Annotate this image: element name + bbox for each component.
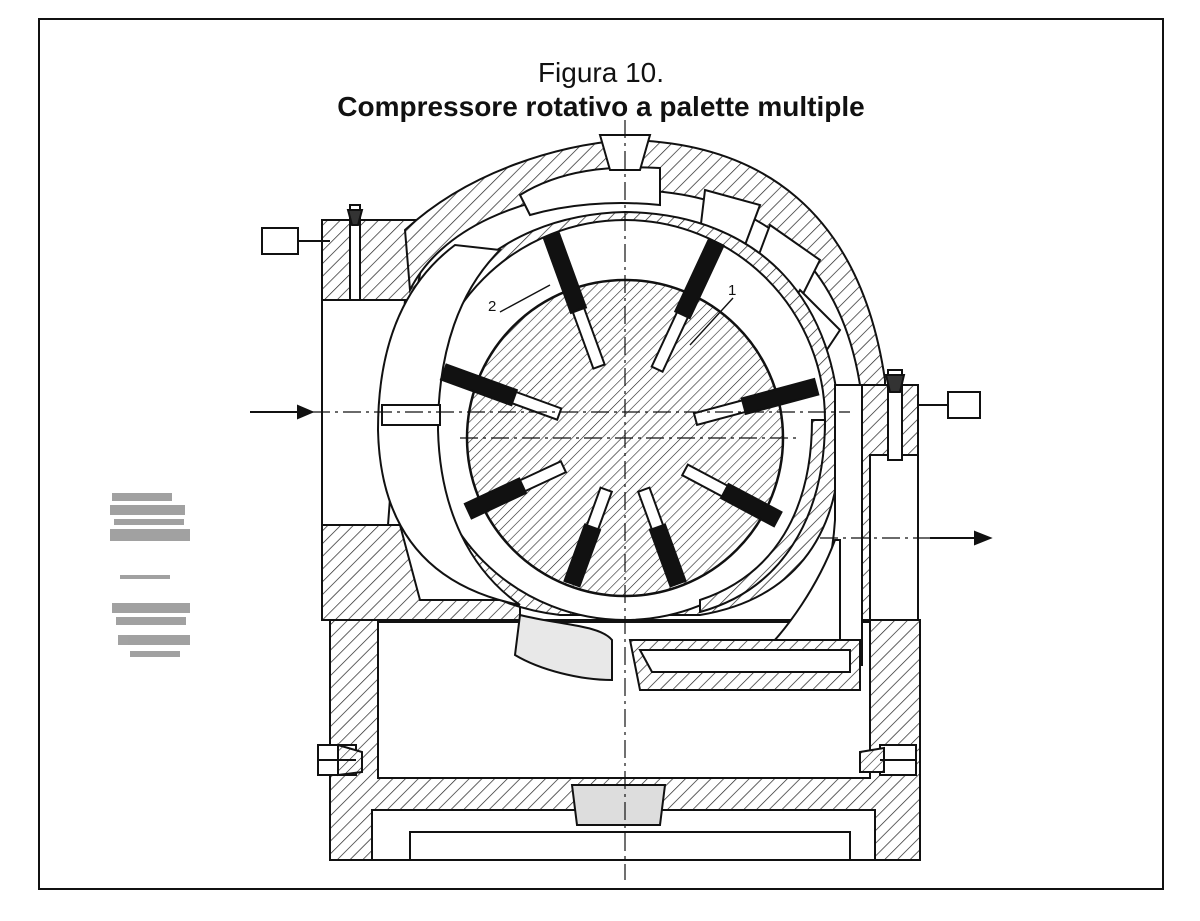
vane [636,486,687,588]
lower-bolt-right [859,744,917,776]
vanes [439,231,820,588]
vane [680,463,783,528]
vane [542,231,606,370]
figure-number: Figura 10. [537,57,665,88]
figure-caption: Figura 10. Compressore rotativo a palett… [38,56,1164,124]
callout-label-1: 1 [728,282,737,299]
figure-title: Compressore rotativo a palette multiple [337,91,865,122]
scan-smudge [110,493,190,657]
vane [463,459,568,520]
vane [650,237,725,373]
outlet-arrow [930,530,993,546]
callout-label-2: 2 [488,298,497,315]
upper-bolt-left [261,204,364,301]
lower-bolt-left [317,743,363,777]
inlet-arrow [250,404,315,420]
upper-bolt-right [884,369,981,461]
vane [439,363,563,421]
vane [692,377,820,427]
callout-leaders [499,284,734,346]
vane [563,486,614,588]
